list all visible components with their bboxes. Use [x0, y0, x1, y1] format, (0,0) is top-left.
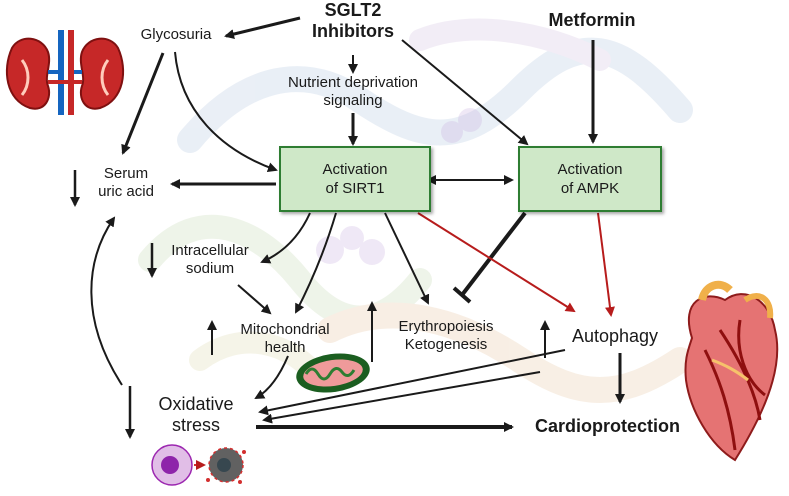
- node-sglt2-inhibitors: SGLT2 Inhibitors: [300, 0, 406, 42]
- cell-icon: [151, 444, 246, 486]
- edge-autophagy-oxidative-2: [262, 371, 541, 424]
- node-mito-label: Mitochondrial health: [240, 321, 330, 356]
- edge-sirt1-mito: [295, 212, 337, 314]
- node-glycosuria: Glycosuria: [128, 26, 224, 44]
- node-mitochondrial-health: Mitochondrial health: [228, 321, 342, 357]
- node-ampk-label: Activation of AMPK: [557, 161, 623, 197]
- node-oxidative-label: Oxidative stress: [158, 394, 234, 435]
- edge-mito-oxidative: [254, 355, 289, 399]
- inhibition-bar: [452, 286, 472, 304]
- node-glycosuria-label: Glycosuria: [140, 26, 212, 43]
- node-sirt1-box: Activation of SIRT1: [279, 146, 431, 212]
- node-uric-label: Serum uric acid: [98, 165, 154, 200]
- node-sirt1-label: Activation of SIRT1: [322, 161, 388, 197]
- edge-sodium-mito: [237, 284, 272, 315]
- node-intracellular-sodium: Intracellular sodium: [160, 242, 260, 278]
- edge-sirt1-sodium: [260, 212, 311, 264]
- node-erythropoiesis-ketogenesis: Erythropoiesis Ketogenesis: [386, 318, 506, 354]
- edge-sglt2-ampk: [401, 39, 529, 146]
- edge-ampk-autophagy: [597, 212, 615, 317]
- mitochondrion-icon: [296, 353, 370, 393]
- node-sodium-label: Intracellular sodium: [171, 242, 249, 277]
- edge-glycosuria-sirt1: [174, 51, 278, 173]
- edge-glycosuria-uricacid: [121, 52, 165, 155]
- edge-sirt1-autophagy: [417, 212, 576, 313]
- edge-autophagy-oxidative-1: [258, 349, 566, 416]
- node-cardio-label: Cardioprotection: [534, 416, 680, 436]
- node-autophagy: Autophagy: [560, 326, 670, 347]
- edge-oxidative-uricacid: [90, 216, 123, 386]
- edge-sirt1-erythro: [384, 212, 430, 305]
- node-sglt2-label: SGLT2 Inhibitors: [312, 0, 394, 41]
- node-nutrient-label: Nutrient deprivation signaling: [287, 74, 419, 109]
- edge-sglt2-glycosuria: [224, 16, 301, 39]
- kidney-icon: [5, 30, 125, 115]
- node-erythro-label: Erythropoiesis Ketogenesis: [398, 318, 494, 353]
- node-cardioprotection: Cardioprotection: [520, 416, 695, 437]
- node-metformin-label: Metformin: [548, 10, 636, 30]
- node-oxidative-stress: Oxidative stress: [148, 394, 244, 436]
- node-ampk-box: Activation of AMPK: [518, 146, 662, 212]
- node-autophagy-label: Autophagy: [571, 326, 659, 346]
- node-metformin: Metformin: [537, 10, 647, 31]
- node-nutrient-deprivation: Nutrient deprivation signaling: [268, 74, 438, 110]
- heart-icon: [684, 280, 779, 462]
- node-serum-uric-acid: Serum uric acid: [86, 165, 166, 201]
- edge-ampk-inhibits-erythro: [460, 211, 527, 297]
